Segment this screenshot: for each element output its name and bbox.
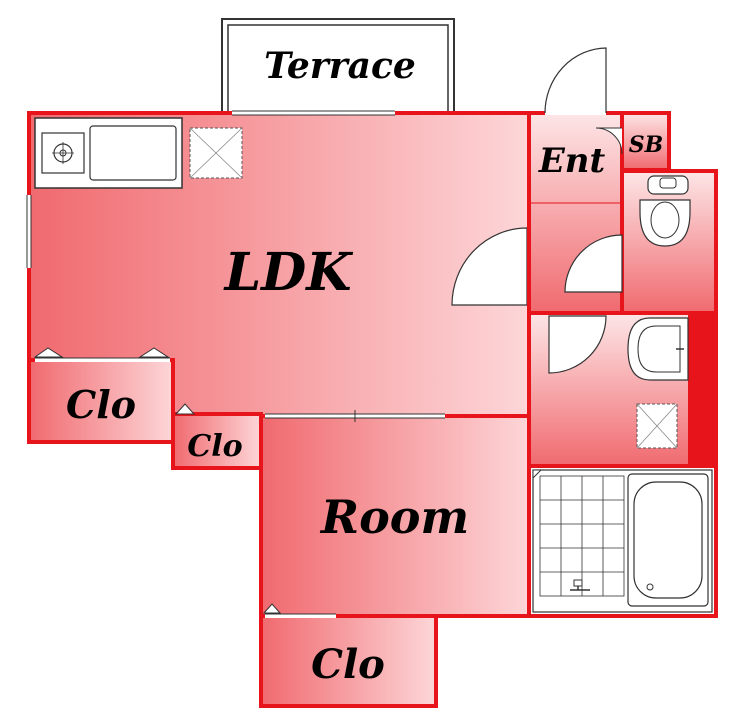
terrace: Terrace xyxy=(221,18,455,114)
closet-small: Clo xyxy=(171,403,263,470)
entrance-label: Ent xyxy=(538,141,606,181)
bathtub-icon xyxy=(627,473,709,607)
shoe-box-label: SB xyxy=(629,132,663,158)
washbasin-icon xyxy=(627,317,689,381)
shower-faucet-icon xyxy=(570,579,590,591)
room: Room xyxy=(259,410,531,618)
shower-floor-tiles xyxy=(539,475,625,597)
closet-room: Clo xyxy=(259,603,438,708)
closet-ldk: Clo xyxy=(27,347,175,444)
fridge-space-icon xyxy=(189,127,243,179)
washer-space-icon xyxy=(636,403,678,449)
bathroom xyxy=(527,464,718,618)
terrace-label: Terrace xyxy=(264,45,416,87)
ldk-label: LDK xyxy=(223,242,354,303)
toilet-icon xyxy=(639,175,691,247)
closet-room-label: Clo xyxy=(311,641,385,688)
room-label: Room xyxy=(319,490,469,544)
washroom xyxy=(527,311,718,468)
sink-icon xyxy=(89,125,177,181)
kitchen-counter xyxy=(34,117,183,189)
closet-small-label: Clo xyxy=(187,429,242,464)
toilet-room xyxy=(564,169,718,315)
closet-ldk-label: Clo xyxy=(66,382,136,427)
front-door-icon xyxy=(544,47,607,115)
gas-stove-icon xyxy=(41,132,85,174)
ldk-door-icon xyxy=(451,227,528,306)
